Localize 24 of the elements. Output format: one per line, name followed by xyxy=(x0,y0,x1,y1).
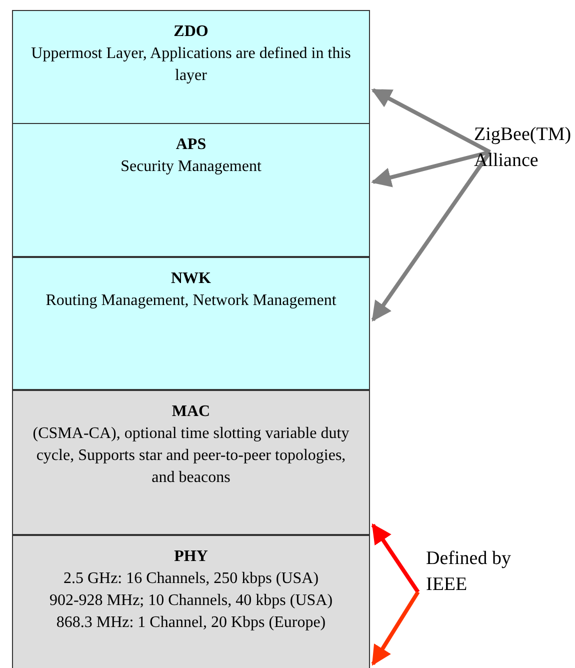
layer-description: 2.5 GHz: 16 Channels, 250 kbps (USA) xyxy=(62,569,320,589)
layer-name: APS xyxy=(174,135,208,155)
layer-name: MAC xyxy=(170,402,212,422)
layer-name: ZDO xyxy=(172,22,210,42)
arrow xyxy=(371,88,491,154)
arrow xyxy=(371,590,420,666)
layer-box xyxy=(12,390,370,535)
arrow xyxy=(371,523,420,594)
layer-description: Uppermost Layer, Applications are defined in this layer xyxy=(30,44,352,86)
arrow xyxy=(371,150,492,322)
annotation-label: ZigBee(TM) Alliance xyxy=(474,122,574,186)
layer-description: (CSMA-CA), optional time slotting variable duty cycle, Supports star and peer-to-peer topologies, and beacons xyxy=(32,424,350,488)
layer-description: 868.3 MHz: 1 Channel, 20 Kbps (Europe) xyxy=(55,613,327,633)
layer-description: Routing Management, Network Management xyxy=(44,291,338,311)
layer-box xyxy=(12,257,370,390)
layer-box xyxy=(12,10,370,124)
arrow xyxy=(371,150,490,188)
layer-box xyxy=(12,535,370,668)
layer-description: Security Management xyxy=(120,157,262,177)
layer-box xyxy=(12,123,370,257)
layer-name: NWK xyxy=(170,269,212,289)
layer-name: PHY xyxy=(173,547,209,567)
layer-description: 902-928 MHz; 10 Channels, 40 kbps (USA) xyxy=(48,591,334,611)
annotation-label: Defined by IEEE xyxy=(426,546,526,604)
